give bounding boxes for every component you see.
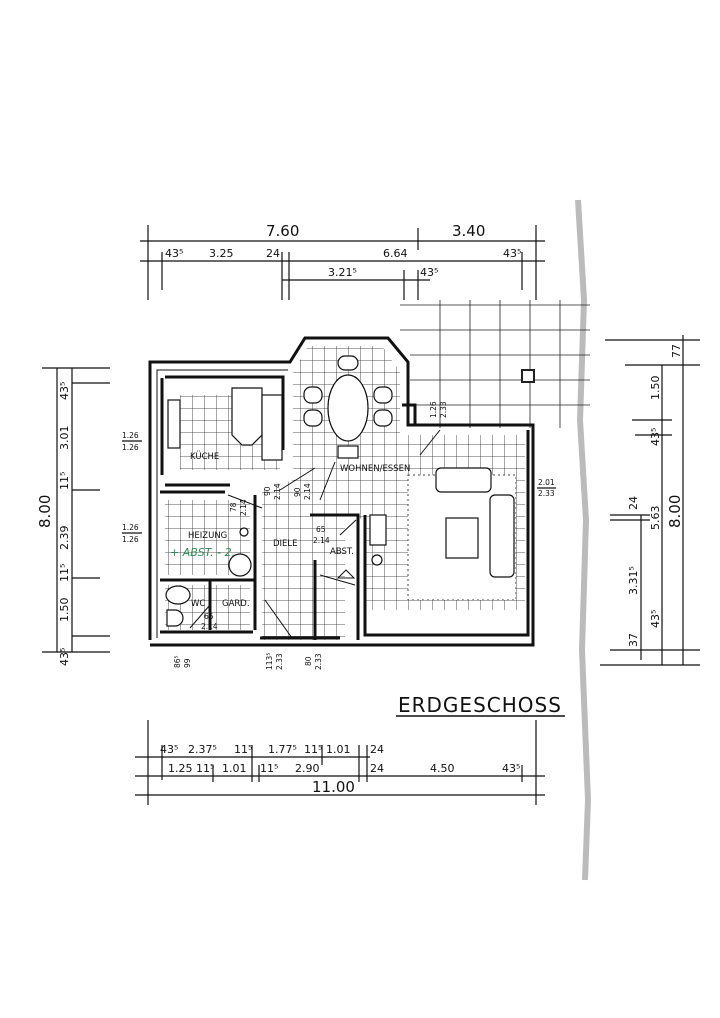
room-label-kueche: KÜCHE	[190, 451, 219, 462]
dim-top-r2-2: 3.25	[209, 247, 234, 260]
terrace-grid	[400, 300, 590, 428]
opening-labels: 1.26 1.26 1.26 1.26 78 2.14 90 2.14 90 2…	[122, 401, 556, 670]
entrance-w: 113⁵	[265, 653, 274, 670]
wc-door-w: 65	[204, 612, 214, 621]
dim-left-3: 11⁵	[58, 472, 71, 490]
dim-top-r3-1: 3.21⁵	[328, 266, 357, 279]
dim-right-i1: 24	[627, 496, 640, 510]
bottom-dimensions: 43⁵ 2.37⁵ 11⁵ 1.77⁵ 11⁵ 1.01 24 1.25 11⁵…	[135, 720, 545, 805]
dim-bottom-r1-7: 24	[370, 743, 384, 756]
dim-right-m1: 1.50	[649, 376, 662, 401]
dim-top-r2-1: 43⁵	[165, 247, 183, 260]
dim-left-2: 3.01	[58, 426, 71, 451]
dim-left-4: 2.39	[58, 526, 71, 551]
terrace-door-w: 1.26	[429, 401, 438, 418]
dim-bottom-r2-7: 4.50	[430, 762, 455, 775]
kitchen-door-w: 90	[263, 486, 272, 496]
dim-bottom-r2-5: 2.90	[295, 762, 320, 775]
dim-right-m2: 43⁵	[649, 428, 662, 446]
left-dimensions: 8.00 43⁵ 3.01 11⁵ 2.39 11⁵ 1.50 43⁵	[36, 367, 110, 666]
living-door-w: 90	[293, 487, 302, 497]
dim-top-340: 3.40	[452, 222, 485, 240]
dining-set	[303, 355, 393, 459]
room-label-wc: WC	[191, 599, 205, 609]
abst-door-w: 65	[316, 525, 326, 534]
dim-bottom-r1-3: 11⁵	[234, 743, 252, 756]
heizung-window-h: 1.26	[122, 535, 139, 544]
room-label-diele: DIELE	[273, 539, 298, 549]
right-dimensions: 77 8.00 1.50 43⁵ 5.63 43⁵ 24 3.31⁵ 37	[600, 335, 700, 666]
handwritten-note: + ABST. - 2.	[170, 546, 235, 559]
dim-top-r3-2: 43⁵	[420, 266, 438, 279]
dim-bottom-r2-6: 24	[370, 762, 384, 775]
dim-right-i2: 3.31⁵	[627, 566, 640, 595]
dim-top-r2-5: 43⁵	[503, 247, 521, 260]
dim-top-760: 7.60	[266, 222, 299, 240]
plan-title: ERDGESCHOSS	[398, 693, 562, 717]
dim-bottom-r2-4: 11⁵	[260, 762, 278, 775]
dim-left-7: 43⁵	[58, 648, 71, 666]
dim-top-r2-4: 6.64	[383, 247, 408, 260]
dim-right-i3: 37	[627, 633, 640, 647]
door-swings	[189, 429, 441, 639]
dim-right-m3: 5.63	[649, 506, 662, 531]
bath-fixtures	[165, 527, 252, 627]
living-door-h: 2.14	[303, 483, 312, 500]
dim-bottom-r1-5: 11⁵	[304, 743, 322, 756]
dim-left-800: 8.00	[36, 495, 54, 528]
abst-door-h: 2.14	[313, 536, 330, 545]
dim-bottom-1100: 11.00	[312, 778, 355, 796]
room-label-abst: ABST.	[330, 547, 354, 557]
dim-bottom-r1-1: 43⁵	[160, 743, 178, 756]
terrace-door-h: 2.33	[439, 401, 448, 418]
dim-left-1: 43⁵	[58, 382, 71, 400]
dim-bottom-r1-4: 1.77⁵	[268, 743, 297, 756]
top-dimensions: 7.60 3.40 43⁵ 3.25 24 6.64 43⁵ 3.21⁵ 43⁵	[140, 222, 545, 300]
living-window-h: 2.33	[538, 489, 555, 498]
wc-window-w: 86⁵	[173, 655, 182, 668]
heizung-door-h: 2.14	[239, 499, 248, 516]
dim-bottom-r2-1: 1.25	[168, 762, 193, 775]
kitchen-door-h: 2.14	[273, 483, 282, 500]
page-edge	[575, 199, 592, 881]
dim-right-77: 77	[670, 344, 683, 358]
dim-right-800: 8.00	[666, 495, 684, 528]
kitchen-window-h: 1.26	[122, 443, 139, 452]
dim-left-5: 11⁵	[58, 564, 71, 582]
heizung-door-w: 78	[229, 502, 238, 512]
heizung-window-w: 1.26	[122, 523, 139, 532]
side-door-w: 80	[304, 656, 313, 666]
dim-bottom-r2-8: 43⁵	[502, 762, 520, 775]
dim-bottom-r2-3: 1.01	[222, 762, 247, 775]
dim-bottom-r1-6: 1.01	[326, 743, 351, 756]
room-label-heizung: HEIZUNG	[188, 531, 227, 541]
dim-top-r2-3: 24	[266, 247, 280, 260]
living-window-w: 2.01	[538, 478, 555, 487]
wc-door-h: 2.14	[201, 622, 218, 631]
dim-right-m4: 43⁵	[649, 610, 662, 628]
side-door-h: 2.33	[314, 653, 323, 670]
dim-bottom-r2-2: 11⁵	[196, 762, 214, 775]
wc-window-h: 99	[183, 658, 192, 668]
walls	[148, 336, 535, 647]
kitchen-window-w: 1.26	[122, 431, 139, 440]
entrance-h: 2.33	[275, 653, 284, 670]
dim-bottom-r1-2: 2.37⁵	[188, 743, 217, 756]
room-label-wohnen-essen: WOHNEN/ESSEN	[340, 464, 410, 474]
kitchen-fixtures	[167, 387, 283, 461]
room-label-gard: GARD.	[222, 599, 250, 609]
dim-left-6: 1.50	[58, 598, 71, 623]
living-furniture	[369, 467, 517, 601]
